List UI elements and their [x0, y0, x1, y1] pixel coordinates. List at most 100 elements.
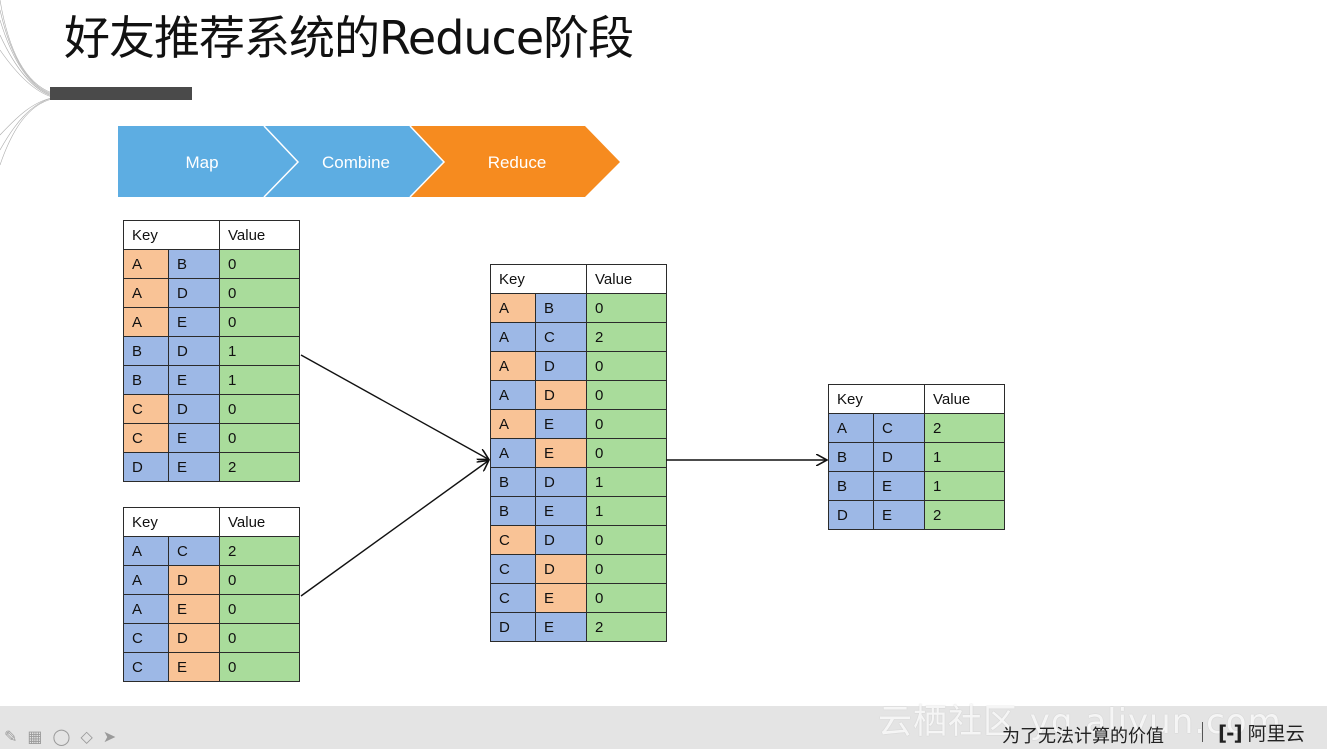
key-1-cell: A [123, 278, 169, 308]
value-cell: 0 [219, 623, 300, 653]
key-2-cell: D [535, 554, 587, 584]
title-underline [50, 87, 192, 100]
key-1-cell: B [490, 496, 536, 526]
step-reduce-shape [410, 126, 620, 197]
value-cell: 1 [586, 467, 667, 497]
key-1-cell: C [123, 423, 169, 453]
decorative-swoosh [0, 0, 53, 166]
slides-grid-icon[interactable]: ▦ [27, 727, 43, 746]
value-cell: 0 [586, 380, 667, 410]
step-combine-label: Combine [322, 153, 390, 172]
key-2-cell: E [535, 438, 587, 468]
arrow-table2-to-combined [300, 461, 488, 597]
value-cell: 0 [219, 278, 300, 308]
key-1-cell: A [490, 322, 536, 352]
key-2-cell: E [168, 594, 220, 624]
key-2-cell: E [168, 652, 220, 682]
pen-tool-icon[interactable]: ✎ [4, 727, 18, 746]
value-cell: 0 [586, 438, 667, 468]
key-2-cell: D [168, 623, 220, 653]
key-header: Key [490, 264, 587, 294]
value-cell: 2 [924, 413, 1005, 443]
key-2-cell: E [535, 496, 587, 526]
key-1-cell: A [123, 249, 169, 279]
key-2-cell: E [535, 583, 587, 613]
key-2-cell: D [873, 442, 925, 472]
aliyun-logo-icon: [-] [1218, 720, 1243, 745]
key-2-cell: E [168, 365, 220, 395]
value-header: Value [924, 384, 1005, 414]
key-1-cell: B [123, 365, 169, 395]
value-cell: 2 [586, 612, 667, 642]
key-2-cell: D [168, 565, 220, 595]
brand-logo: [-] 阿里云 [1218, 719, 1305, 746]
key-2-cell: D [535, 525, 587, 555]
key-1-cell: B [828, 471, 874, 501]
page-title: 好友推荐系统的Reduce阶段 [64, 11, 634, 65]
value-header: Value [586, 264, 667, 294]
value-header: Value [219, 220, 300, 250]
key-2-cell: B [535, 293, 587, 323]
footer-bar [0, 706, 1327, 749]
key-2-cell: E [168, 307, 220, 337]
key-1-cell: C [490, 554, 536, 584]
key-1-cell: D [123, 452, 169, 482]
key-2-cell: B [168, 249, 220, 279]
key-2-cell: E [168, 452, 220, 482]
key-2-cell: E [168, 423, 220, 453]
watermark: 云栖社区 yq.aliyun.com [878, 702, 1282, 742]
key-2-cell: D [168, 336, 220, 366]
key-1-cell: D [828, 500, 874, 530]
key-2-cell: C [168, 536, 220, 566]
value-cell: 0 [586, 351, 667, 381]
value-cell: 0 [219, 249, 300, 279]
brand-name: 阿里云 [1247, 723, 1305, 745]
key-2-cell: D [168, 394, 220, 424]
value-cell: 1 [219, 365, 300, 395]
value-cell: 0 [219, 565, 300, 595]
key-1-cell: C [123, 394, 169, 424]
key-2-cell: C [873, 413, 925, 443]
value-cell: 2 [219, 452, 300, 482]
footer-slogan: 为了无法计算的价值 [1002, 726, 1164, 747]
key-1-cell: C [490, 583, 536, 613]
value-cell: 2 [586, 322, 667, 352]
key-1-cell: A [123, 594, 169, 624]
eraser-icon[interactable]: ◇ [80, 727, 93, 746]
step-divider-2 [409, 126, 446, 198]
process-steps: Map Combine Reduce [118, 126, 620, 198]
key-1-cell: A [490, 351, 536, 381]
key-1-cell: A [490, 438, 536, 468]
step-divider-1 [263, 126, 300, 198]
arrow-table1-to-combined [300, 354, 488, 459]
step-map-shape [118, 126, 298, 197]
key-1-cell: C [123, 652, 169, 682]
value-cell: 2 [219, 536, 300, 566]
value-cell: 0 [586, 583, 667, 613]
key-1-cell: A [123, 307, 169, 337]
key-2-cell: D [535, 380, 587, 410]
key-1-cell: A [123, 536, 169, 566]
zoom-icon[interactable]: ◯ [52, 727, 71, 746]
value-cell: 0 [586, 293, 667, 323]
pointer-icon[interactable]: ➤ [102, 727, 117, 746]
